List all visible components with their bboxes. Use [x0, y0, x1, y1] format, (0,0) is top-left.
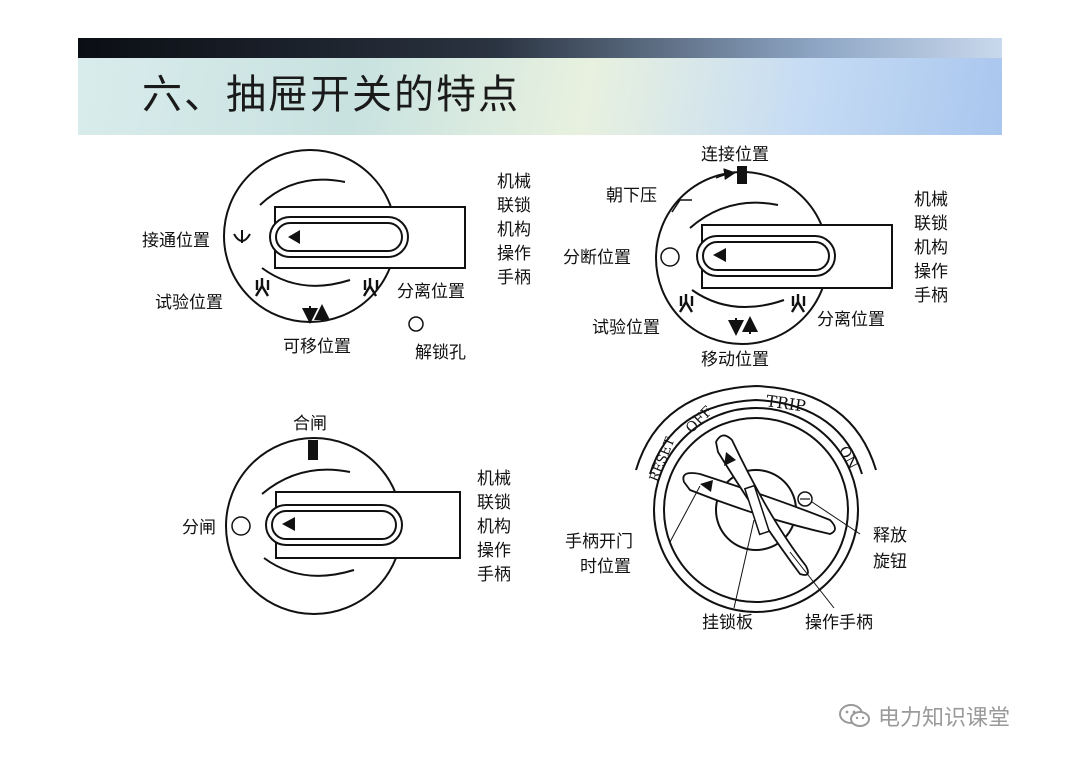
diagram1-movable-label: 可移位置 [283, 337, 351, 357]
diagram1-separated-label: 分离位置 [397, 282, 465, 302]
diagram3-open-label: 分闸 [182, 518, 216, 538]
diagram1-test-label: 试验位置 [155, 293, 223, 313]
diagram2-handle-label: 机械联锁机构操作手柄 [914, 190, 948, 306]
diagram4-operating-handle-label: 操作手柄 [805, 613, 873, 633]
title-banner-light-strip [78, 58, 1002, 135]
diagram1-separated-symbol [362, 278, 379, 297]
diagram4-padlock-plate-label: 挂锁板 [702, 613, 753, 633]
diagram3-pointer-arrow [282, 517, 295, 531]
diagram2-pointer-arrow [713, 248, 726, 262]
diagram2-press-down-label: 朝下压 [606, 186, 657, 206]
diagram2-separated-symbol [790, 294, 806, 313]
title-banner-dark-strip [78, 38, 1002, 58]
title-banner [78, 38, 1002, 135]
diagram2-press-line [671, 199, 692, 213]
diagram4-door-position-label-line1: 手柄开门 [565, 532, 633, 552]
diagram4-handle-arrow [724, 452, 736, 466]
diagram4-padlock-plate [743, 484, 771, 536]
diagram4-release-knob-label-line1: 释放 [873, 526, 907, 546]
diagram4-door-position-label-line2: 时位置 [580, 557, 631, 577]
wechat-icon [839, 704, 870, 727]
diagram4-release-knob-label-line2: 旋钮 [873, 552, 907, 572]
diagram1-unlock-hole-icon [408, 316, 424, 332]
diagram2-test-label: 试验位置 [592, 318, 660, 338]
diagram2-test-symbol [678, 294, 694, 313]
diagram2-moving-label: 移动位置 [701, 350, 769, 370]
diagram3-close-mark [308, 440, 318, 460]
diagram2-connect-mark [737, 166, 747, 184]
watermark: 电力知识课堂 [838, 700, 1010, 732]
diagram1-test-symbol [254, 278, 270, 297]
diagram2-connect-label: 连接位置 [701, 145, 769, 165]
diagram3-handle-label: 机械联锁机构操作手柄 [477, 469, 511, 585]
diagram2-disconnect-label: 分断位置 [563, 248, 631, 268]
diagram4-leader-lines [669, 485, 861, 609]
diagram2-moving-arrows-icon [728, 316, 758, 336]
watermark-text: 电力知识课堂 [878, 706, 1011, 731]
diagram2-press-arrow [715, 168, 736, 181]
diagram1-unlock-hole-label: 解锁孔 [415, 343, 466, 363]
diagram1-handle-label: 机械联锁机构操作手柄 [497, 172, 531, 288]
diagram3-knob [225, 437, 461, 615]
diagram3-close-label: 合闸 [293, 414, 327, 434]
diagram1-pointer-arrow [288, 230, 300, 244]
diagram4-door-arrow [700, 480, 713, 492]
diagram2-disconnect-circle-icon [660, 247, 680, 267]
diagram1-knob [223, 149, 466, 323]
diagram1-connected-label: 接通位置 [142, 231, 210, 251]
diagram1-movable-arrows-icon [302, 304, 330, 324]
page-title: 六、抽屉开关的特点 [142, 72, 520, 118]
diagram3-open-circle-icon [231, 516, 251, 536]
diagram2-separated-label: 分离位置 [817, 310, 885, 330]
diagram1-connected-symbol [233, 230, 251, 243]
